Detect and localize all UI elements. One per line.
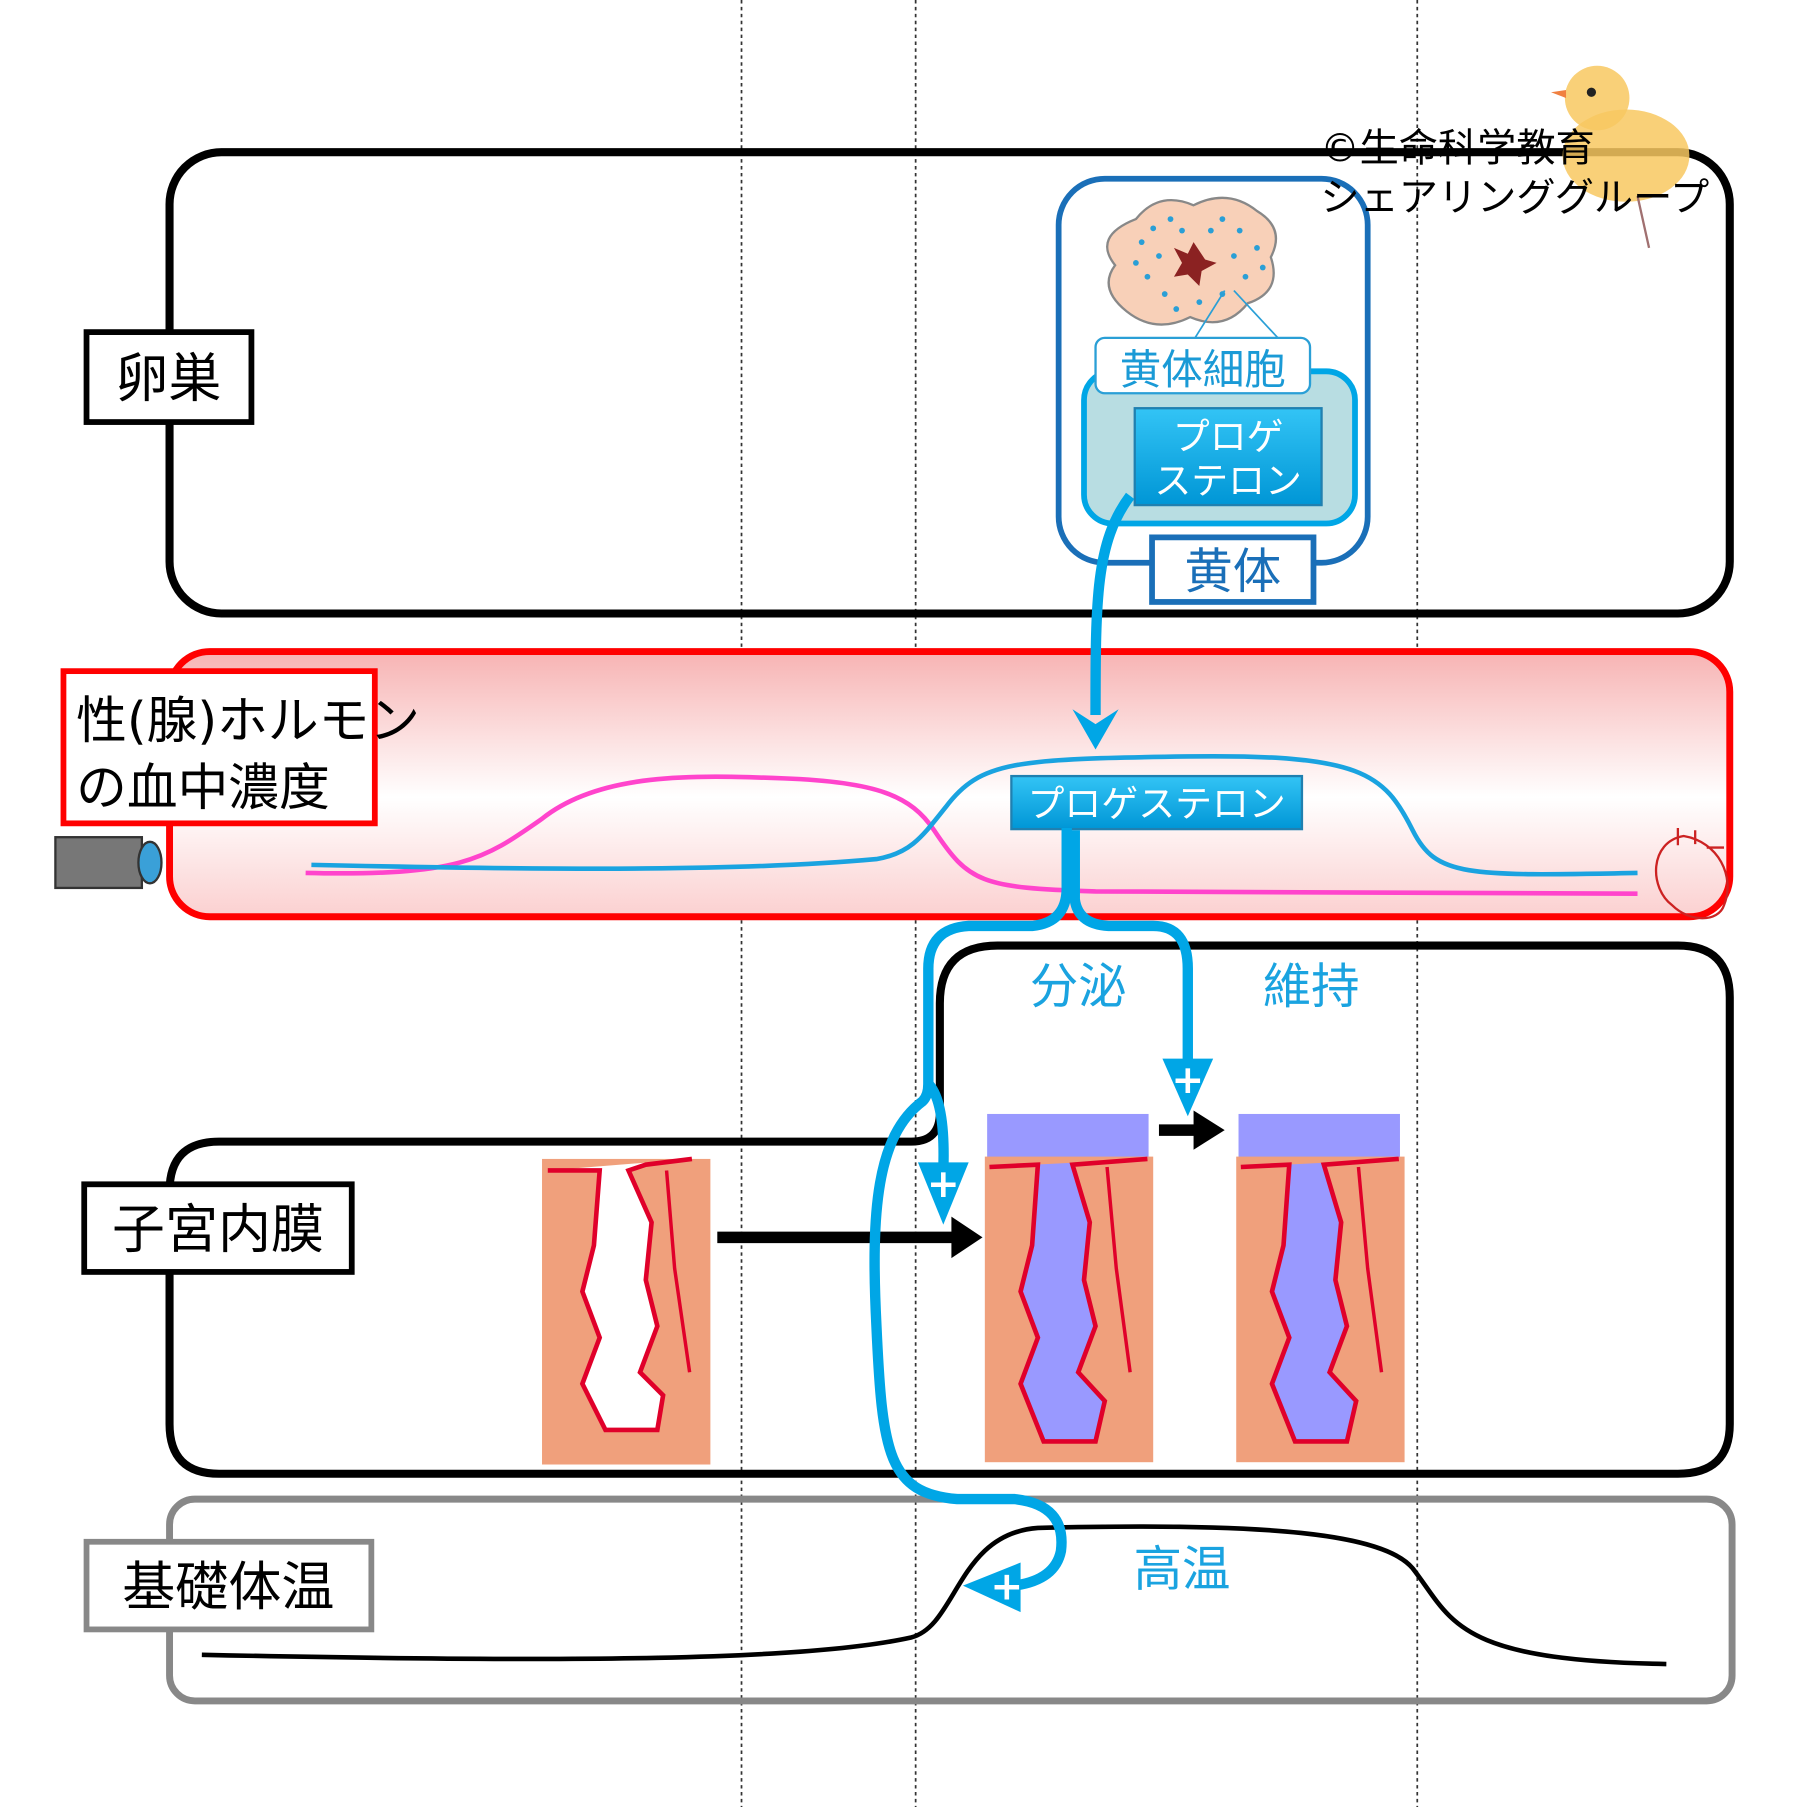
secretion-label: 分泌 bbox=[1030, 959, 1127, 1015]
endometrium-label: 子宮内膜 bbox=[112, 1199, 324, 1261]
endometrium-maintained-icon bbox=[1236, 1113, 1405, 1463]
luteal-cell-label: 黄体細胞 bbox=[1120, 345, 1286, 394]
high-temp-label: 高温 bbox=[1134, 1542, 1231, 1598]
hormone-label-line1: 性(腺)ホルモン bbox=[76, 691, 420, 750]
plus-mark: + bbox=[990, 1564, 1023, 1609]
hormone-label-line2: の血中濃度 bbox=[76, 758, 330, 817]
progesterone-box-line1: プロゲ bbox=[1173, 416, 1284, 459]
corpus-luteum-label: 黄体 bbox=[1184, 544, 1281, 600]
heart-icon bbox=[1654, 827, 1729, 920]
ovary-row-frame bbox=[165, 148, 1734, 618]
ovary-label: 卵巣 bbox=[115, 348, 221, 410]
copyright-line2: シェアリンググループ bbox=[1320, 176, 1709, 221]
endometrium-row-frame bbox=[165, 941, 1734, 1478]
bbt-label: 基礎体温 bbox=[122, 1556, 334, 1618]
progesterone-box-line2: ステロン bbox=[1154, 460, 1302, 503]
endometrium-secretory-icon bbox=[984, 1113, 1154, 1463]
arrow-right-icon bbox=[717, 1110, 1225, 1259]
estrogen-curve bbox=[305, 774, 1638, 897]
plus-icon: + + + bbox=[927, 1058, 1204, 1609]
endometrium-proliferative-icon bbox=[542, 1156, 711, 1465]
bbt-curve bbox=[201, 1524, 1667, 1667]
camera-icon bbox=[54, 836, 163, 890]
arrowheads bbox=[917, 709, 1214, 1613]
maintenance-label: 維持 bbox=[1263, 959, 1360, 1015]
plus-mark: + bbox=[927, 1162, 960, 1207]
progesterone-flow-arrows bbox=[869, 492, 1193, 1591]
copyright-line1: ©生命科学教育 bbox=[1320, 126, 1594, 171]
chick-mascot-icon bbox=[1551, 65, 1690, 249]
progesterone-label: プロゲステロン bbox=[1028, 782, 1286, 825]
progesterone-label-box bbox=[1010, 774, 1304, 831]
plus-mark: + bbox=[1171, 1058, 1204, 1103]
progesterone-source-box bbox=[1133, 407, 1323, 507]
corpus-luteum-icon bbox=[1106, 196, 1278, 326]
progesterone-curve bbox=[311, 753, 1638, 877]
